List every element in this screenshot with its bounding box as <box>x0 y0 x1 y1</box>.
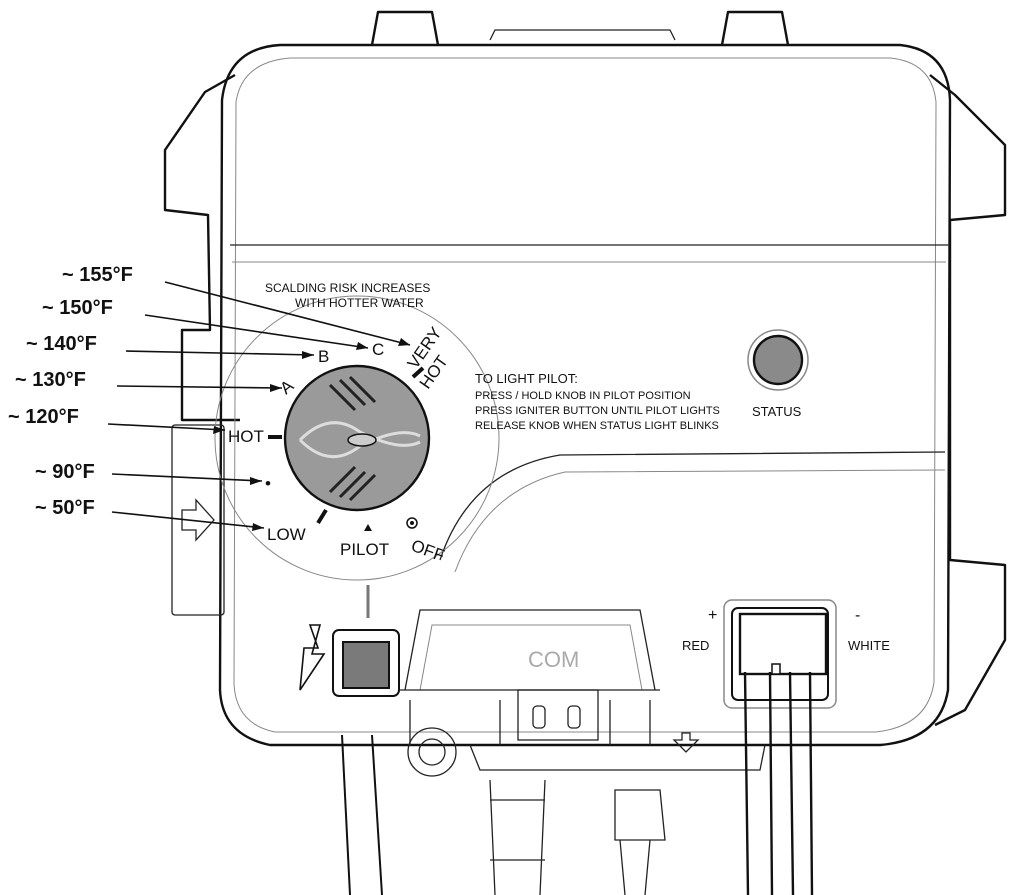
connector-latch <box>771 663 781 675</box>
temp-label-50: ~ 50°F <box>35 497 95 519</box>
temp-label-90: ~ 90°F <box>35 461 95 483</box>
side-port <box>171 424 225 616</box>
left-ear <box>163 73 240 422</box>
temp-label-130: ~ 130°F <box>15 369 86 391</box>
off-marker-dot <box>410 521 414 525</box>
knob-ridges-top <box>328 375 377 412</box>
com-pin-2 <box>567 705 581 729</box>
temp-label-150: ~ 150°F <box>42 297 113 319</box>
dial-bezel <box>214 295 500 581</box>
dial-label-a: A <box>276 376 297 398</box>
valve-body <box>218 43 952 747</box>
gas-fitting <box>489 779 546 895</box>
tick-very-hot <box>411 366 425 379</box>
knob-grip-top <box>298 421 421 447</box>
valve-body-inner <box>233 57 937 733</box>
instructions-step-1: PRESS / HOLD KNOB IN PILOT POSITION <box>475 390 691 402</box>
status-label: STATUS <box>752 404 802 419</box>
temp-arrowhead-150 <box>356 342 368 350</box>
instructions-step-2: PRESS IGNITER BUTTON UNTIL PILOT LIGHTS <box>475 405 720 417</box>
com-base <box>400 689 660 745</box>
dial-label-hot: HOT <box>228 427 264 446</box>
knob-ridges-bottom <box>328 465 377 502</box>
temp-arrow-50 <box>111 511 265 529</box>
top-tab-left <box>370 10 440 46</box>
temp-arrow-140 <box>125 350 315 356</box>
connector-white-label: WHITE <box>848 638 890 653</box>
warning-line-1: SCALDING RISK INCREASES <box>265 281 430 295</box>
com-housing-inner <box>419 624 643 691</box>
igniter-button[interactable] <box>342 641 390 689</box>
down-arrow-icon <box>672 732 700 753</box>
instructions-step-3: RELEASE KNOB WHEN STATUS LIGHT BLINKS <box>475 420 719 432</box>
white-wire <box>788 671 814 895</box>
connector-red-label: RED <box>682 638 709 653</box>
off-marker-icon <box>406 517 418 529</box>
temp-arrow-150 <box>144 314 369 349</box>
temp-label-155: ~ 155°F <box>62 264 133 286</box>
temp-arrow-155 <box>164 281 411 346</box>
temp-arrowhead-140 <box>302 351 314 359</box>
mount-nut-outer <box>407 727 457 777</box>
igniter-wire-1 <box>341 734 351 895</box>
mount-nut-inner <box>418 738 446 766</box>
top-tab-right <box>720 10 790 46</box>
connector-socket <box>731 607 829 701</box>
temp-arrow-90 <box>111 473 263 482</box>
dial-label-c: C <box>372 340 384 359</box>
connector-plus: + <box>708 607 717 624</box>
temp-arrowhead-90 <box>250 477 262 485</box>
connector-plug <box>738 612 828 676</box>
knob-indicator <box>347 433 377 447</box>
temp-label-120: ~ 120°F <box>8 406 79 428</box>
lower-plate <box>469 744 766 771</box>
warning-line-2: WITH HOTTER WATER <box>295 296 424 310</box>
temp-label-140: ~ 140°F <box>26 333 97 355</box>
temp-arrow-130 <box>116 385 283 389</box>
temp-arrowhead-155 <box>398 338 410 346</box>
pilot-arrow-icon <box>364 524 372 531</box>
com-pin-1 <box>532 705 546 729</box>
top-vent <box>489 29 676 41</box>
recess-curve <box>439 451 946 561</box>
temp-arrowhead-130 <box>270 384 282 392</box>
igniter-wire-2 <box>371 734 383 895</box>
dial-label-pilot: PILOT <box>340 540 389 559</box>
instructions-title: TO LIGHT PILOT: <box>475 371 578 386</box>
spark-icon <box>299 624 326 691</box>
temp-arrow-120 <box>107 423 226 431</box>
outlet-fitting <box>614 789 666 895</box>
red-wire <box>743 671 774 895</box>
right-ear <box>929 74 1007 727</box>
status-light-bezel <box>747 329 809 391</box>
temp-arrowhead-120 <box>213 426 225 434</box>
com-housing <box>404 609 656 691</box>
com-label: COM <box>528 647 579 672</box>
dial-label-low: LOW <box>267 525 306 544</box>
dial-label-dot: • <box>265 474 271 493</box>
connector-socket-outer <box>723 599 837 709</box>
dial-label-b: B <box>318 347 329 366</box>
temperature-callouts: ~ 155°F ~ 150°F ~ 140°F ~ 130°F ~ 120°F … <box>8 264 411 531</box>
tick-low <box>316 508 328 525</box>
status-light-icon <box>752 334 804 386</box>
recess-curve-inner <box>454 469 946 573</box>
temp-arrowhead-50 <box>252 523 264 531</box>
connector-minus: - <box>855 607 860 624</box>
flow-arrow-icon <box>181 498 215 542</box>
